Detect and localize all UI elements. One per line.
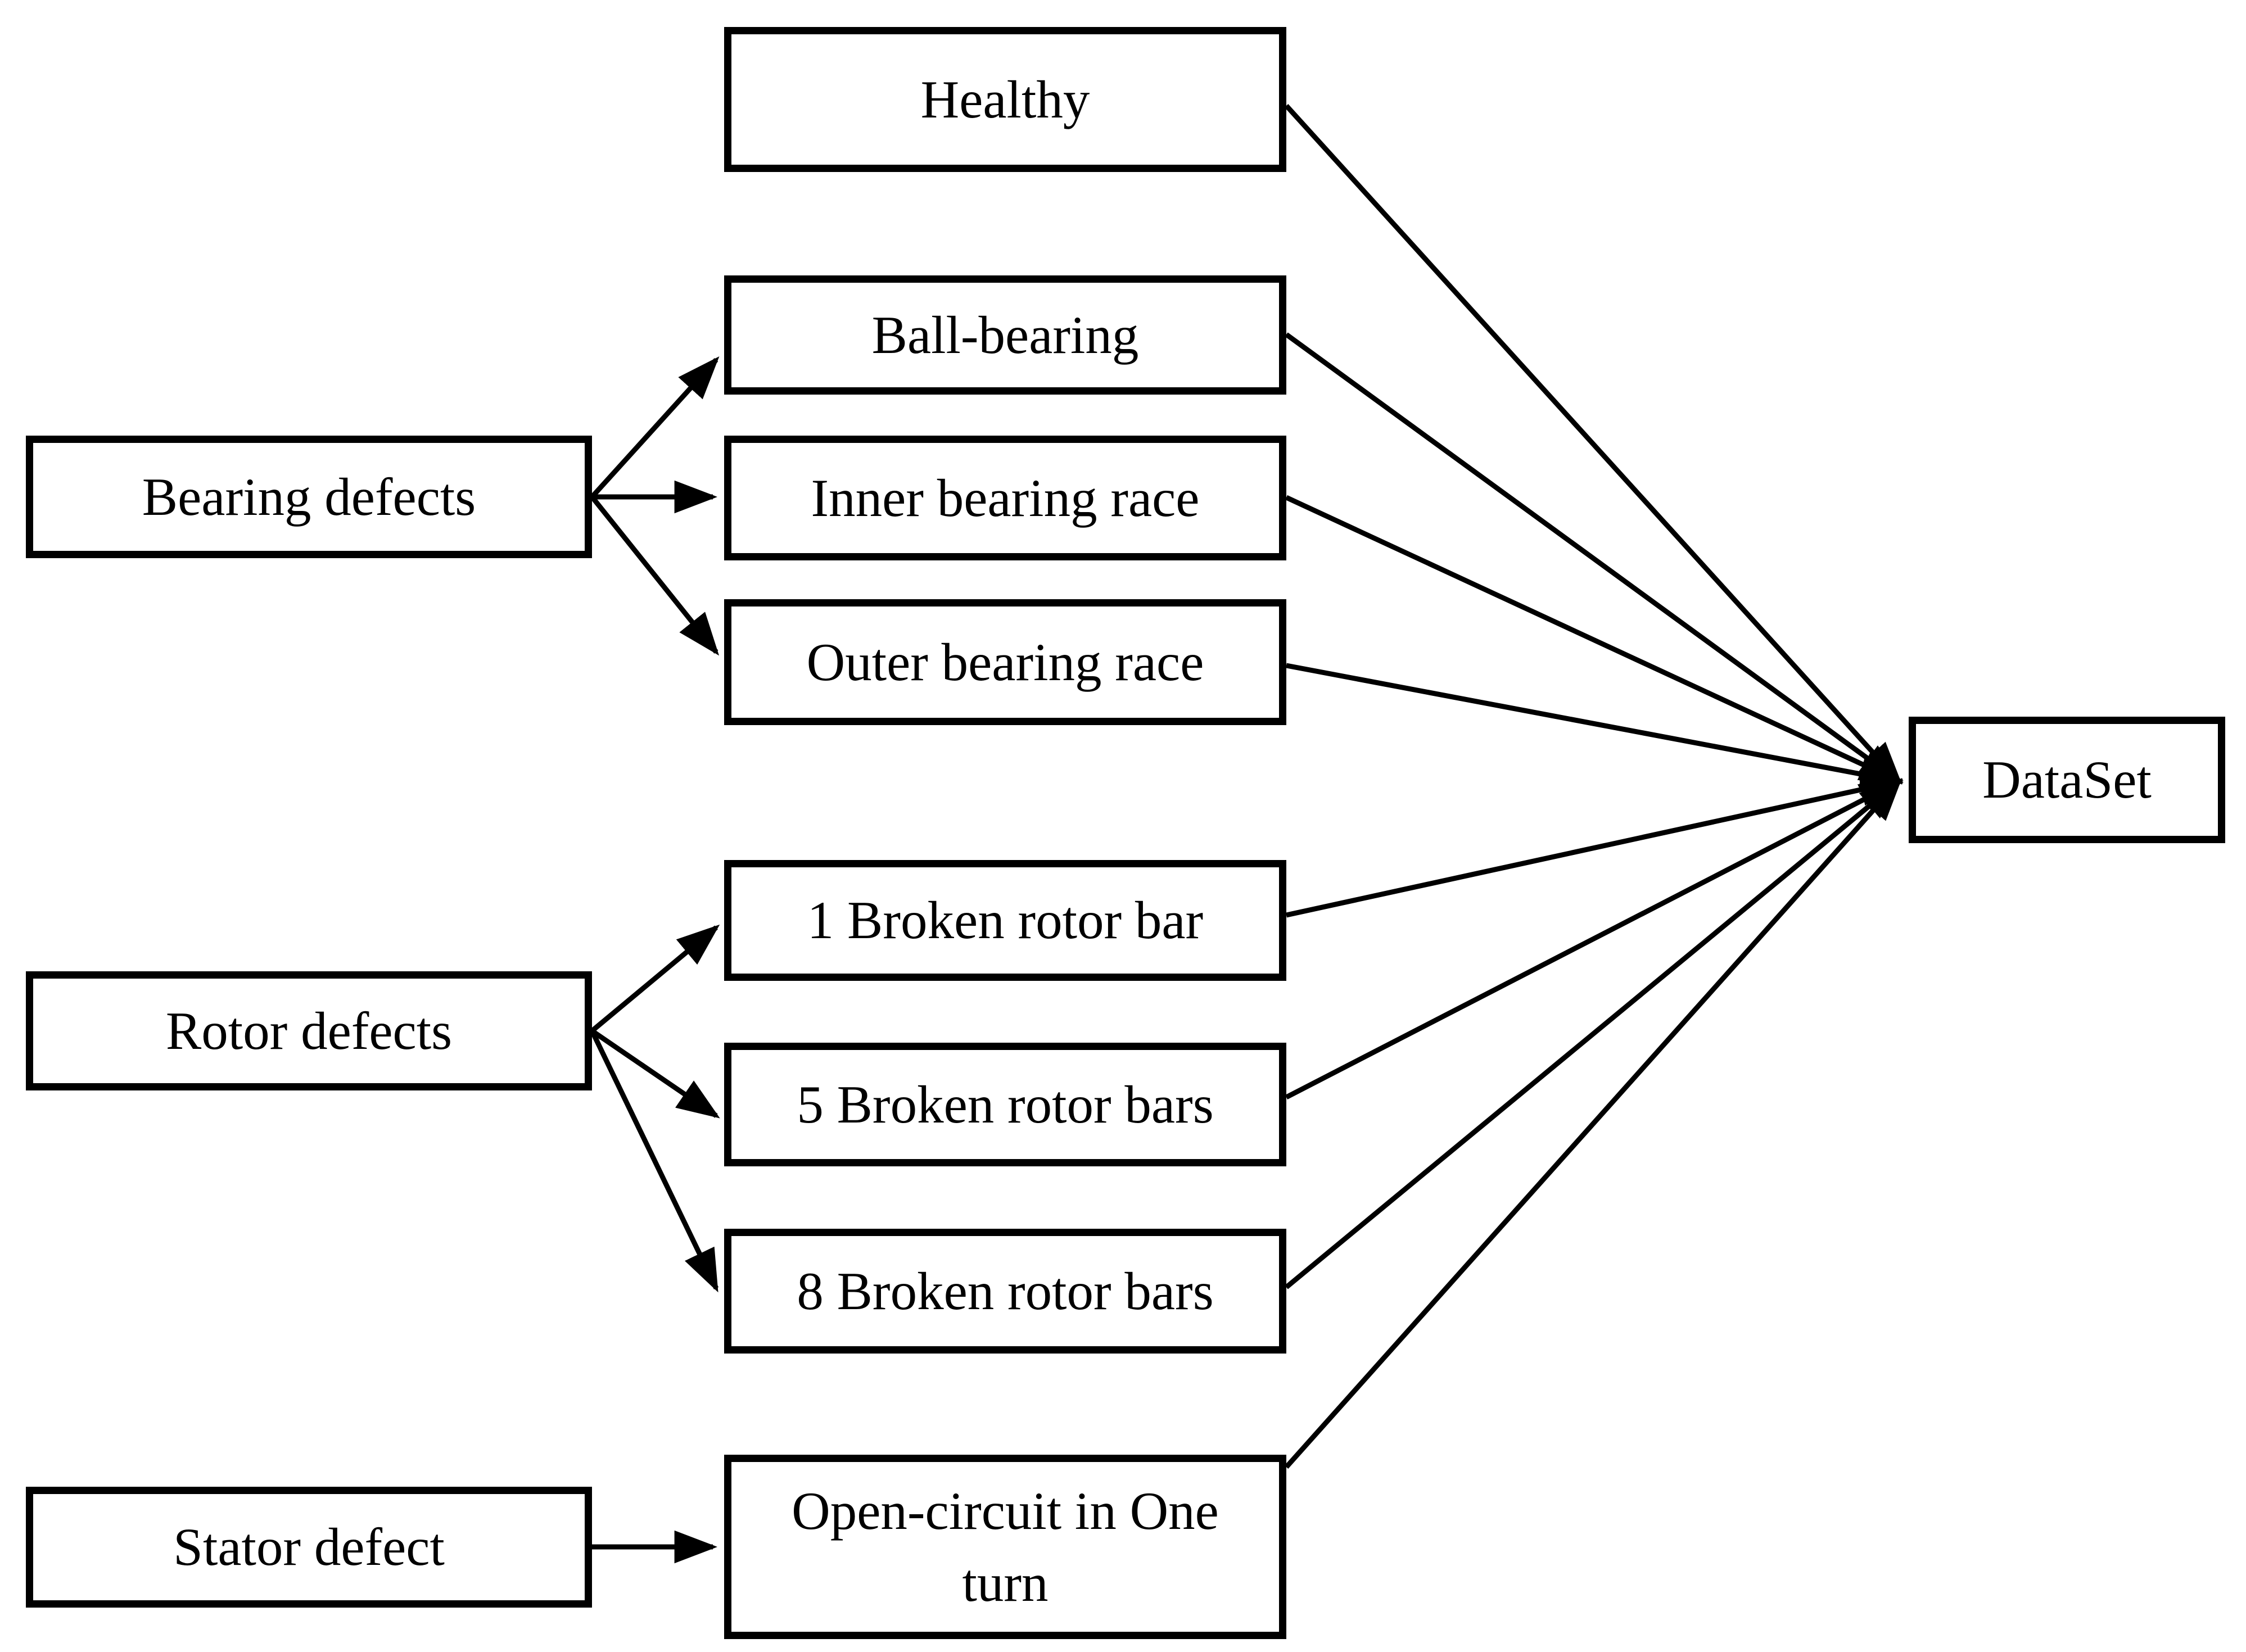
edge-rotor-to-bar1 [590, 924, 720, 1033]
node-5-broken-rotor-bars-label: 5 Broken rotor bars [797, 1074, 1214, 1134]
node-1-broken-rotor-bar-label: 1 Broken rotor bar [807, 890, 1204, 951]
node-healthy-label: Healthy [920, 69, 1090, 129]
edge-bars5-to-dataset [1285, 779, 1904, 1099]
edge-inner-to-dataset [1285, 495, 1904, 784]
node-8-broken-rotor-bars: 8 Broken rotor bars [724, 1229, 1286, 1354]
node-rotor-defects-label: Rotor defects [165, 1001, 453, 1061]
node-open-circuit-in-one-turn: Open-circuit in One turn [724, 1455, 1286, 1639]
edge-ball-to-dataset [1285, 332, 1903, 784]
edge-bearing-to-ball [590, 356, 720, 499]
node-bearing-defects-label: Bearing defects [142, 467, 476, 527]
node-open-circuit-label-line1: Open-circuit in One [792, 1481, 1219, 1541]
edge-rotor-to-bars5 [590, 1029, 720, 1119]
node-dataset-label: DataSet [1982, 750, 2152, 810]
node-stator-defect-label: Stator defect [173, 1517, 445, 1577]
edge-open-circuit-to-dataset [1284, 777, 1902, 1469]
node-1-broken-rotor-bar: 1 Broken rotor bar [724, 860, 1286, 981]
node-open-circuit-label-line2: turn [962, 1553, 1049, 1613]
edge-rotor-to-bars8 [589, 1030, 719, 1293]
edge-bar1-to-dataset [1286, 773, 1904, 918]
node-outer-bearing-race: Outer bearing race [724, 599, 1286, 725]
edge-bars8-to-dataset [1285, 778, 1903, 1289]
node-8-broken-rotor-bars-label: 8 Broken rotor bars [797, 1261, 1214, 1321]
node-ball-bearing-label: Ball-bearing [871, 305, 1139, 365]
node-5-broken-rotor-bars: 5 Broken rotor bars [724, 1043, 1286, 1166]
edge-healthy-to-dataset [1284, 103, 1902, 785]
node-inner-bearing-race-label: Inner bearing race [811, 468, 1200, 528]
node-ball-bearing: Ball-bearing [724, 275, 1286, 395]
node-stator-defect: Stator defect [26, 1487, 592, 1608]
node-healthy: Healthy [724, 27, 1286, 172]
node-outer-bearing-race-label: Outer bearing race [806, 632, 1204, 692]
node-rotor-defects: Rotor defects [26, 971, 592, 1090]
node-bearing-defects: Bearing defects [26, 436, 592, 558]
node-inner-bearing-race: Inner bearing race [724, 436, 1286, 560]
edge-bearing-to-outer [590, 495, 720, 656]
edge-outer-to-dataset [1286, 663, 1904, 791]
node-dataset: DataSet [1909, 717, 2225, 843]
